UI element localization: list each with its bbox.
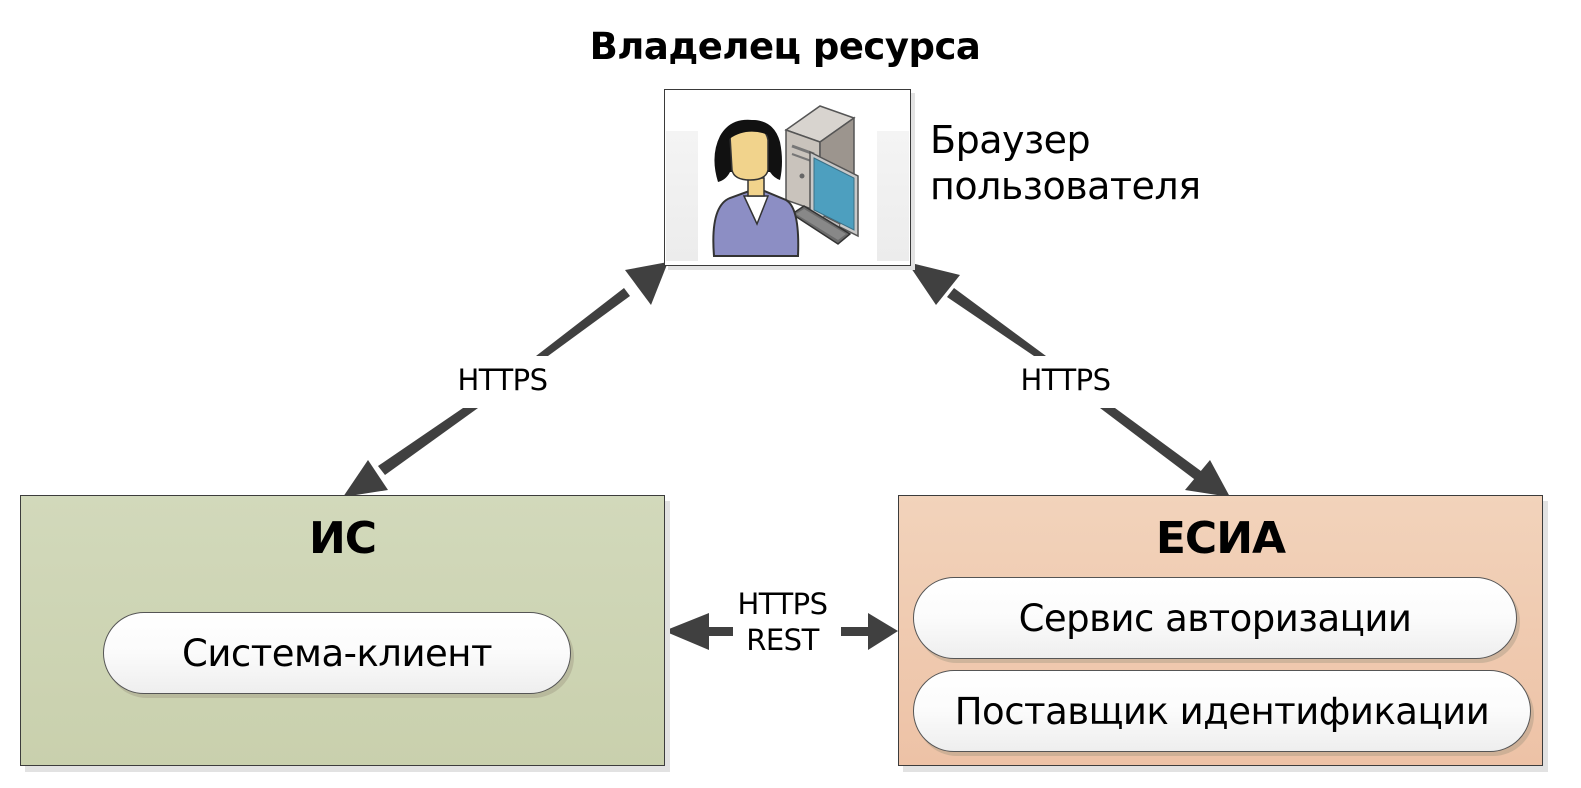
browser-caption-line2: пользователя [930,164,1201,208]
authorization-service-node: Сервис авторизации [913,577,1517,659]
arrowhead-left [664,613,709,650]
client-system-node: Система-клиент [103,612,571,694]
arrow-segment-upper [536,288,630,356]
arrow-esia-browser [907,262,1230,497]
arrowhead-up-right [625,262,668,305]
arrowhead-up-left [907,262,960,305]
browser-caption-line1: Браузер [930,118,1091,162]
is-title: ИС [308,513,377,564]
is-container: ИС Система-клиент [20,495,665,766]
user-workstation-icon [712,105,859,257]
arrow-segment-left [706,627,733,636]
arrow-is-browser [343,262,668,497]
user-box-side-shade [666,131,698,261]
arrowhead-right [868,613,898,650]
connection-label-is-browser: HTTPS [457,363,548,397]
esia-container: ЕСИА Сервис авторизации Поставщик иденти… [898,495,1543,766]
arrowhead-down-right [1185,460,1230,497]
browser-caption: Браузер пользователя [930,117,1201,209]
arrow-segment-upper [947,288,1046,356]
connection-label-style: REST [746,623,819,657]
connection-label-protocol: HTTPS [737,587,828,621]
connection-label-esia-browser: HTTPS [1020,363,1111,397]
identity-provider-node: Поставщик идентификации [913,670,1531,752]
user-box-side-shade [877,131,909,261]
arrow-is-esia [664,613,898,650]
resource-owner-title: Владелец ресурса [589,25,981,68]
esia-title: ЕСИА [1155,513,1286,564]
connection-label-is-esia: HTTPS REST [715,586,850,658]
arrow-segment-lower [1100,408,1205,482]
arrow-segment-lower [378,408,478,475]
arrow-segment-right [841,627,871,636]
arrowhead-down-left [343,460,388,497]
